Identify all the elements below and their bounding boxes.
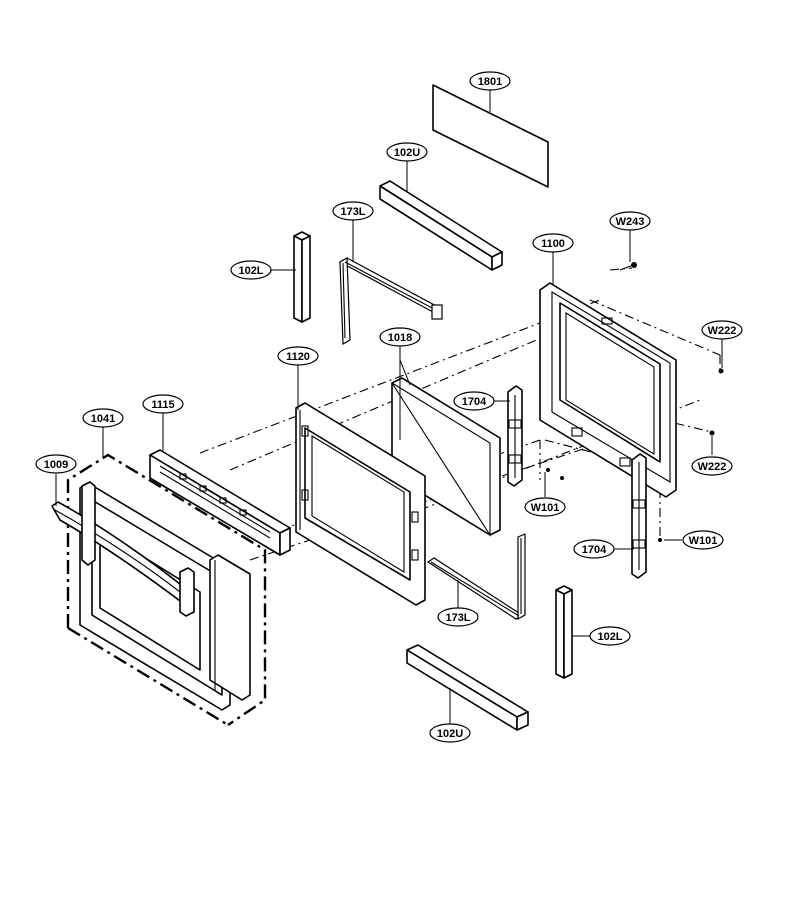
- svg-text:1115: 1115: [151, 399, 174, 411]
- svg-text:1704: 1704: [582, 544, 607, 556]
- part-1009-door-handle: [51, 474, 195, 617]
- callout-1115: 1115: [142, 394, 184, 414]
- screw-W243: [619, 230, 637, 271]
- part-1100-inner-door-liner: [539, 250, 677, 498]
- svg-text:1801: 1801: [478, 76, 502, 88]
- svg-text:1041: 1041: [91, 413, 115, 425]
- svg-text:W101: W101: [531, 502, 560, 514]
- svg-text:1018: 1018: [388, 332, 412, 344]
- callout-1704-left: 1704: [453, 391, 495, 411]
- callout-102U-bottom: 102U: [429, 723, 471, 743]
- part-173L-lower-gasket: [426, 533, 526, 621]
- callout-1009: 1009: [35, 454, 77, 474]
- screw-W101-right: [658, 538, 682, 542]
- callout-W101-left: W101: [524, 497, 566, 517]
- part-1801-panel: [432, 84, 549, 188]
- callout-102L-right: 102L: [589, 626, 631, 646]
- callout-1041: 1041: [82, 408, 124, 428]
- callout-102L-left: 102L: [230, 260, 272, 280]
- svg-text:W101: W101: [689, 535, 718, 547]
- callout-1100: 1100: [532, 233, 574, 253]
- svg-text:W222: W222: [708, 325, 737, 337]
- svg-text:1100: 1100: [541, 238, 565, 250]
- svg-text:173L: 173L: [445, 612, 470, 624]
- screw-W222-bottom: [709, 430, 715, 455]
- callout-1801: 1801: [469, 71, 511, 91]
- part-102L-right-trim-bar: [555, 585, 592, 679]
- svg-text:102L: 102L: [238, 265, 263, 277]
- callout-173L-bottom: 173L: [437, 607, 479, 627]
- svg-text:102L: 102L: [597, 631, 622, 643]
- callout-1018: 1018: [379, 327, 421, 347]
- svg-text:1704: 1704: [462, 396, 487, 408]
- callout-1704-right: 1704: [573, 539, 615, 559]
- callout-W101-right: W101: [682, 530, 724, 550]
- callout-W222-bottom: W222: [691, 456, 733, 476]
- svg-text:173L: 173L: [340, 206, 365, 218]
- part-173L-upper-gasket: [338, 219, 443, 346]
- screws: [544, 230, 724, 542]
- callout-W243: W243: [609, 211, 651, 231]
- part-1704-right-hinge: [614, 453, 647, 579]
- callout-W222-top: W222: [701, 320, 743, 340]
- svg-text:1120: 1120: [286, 351, 310, 363]
- callout-173L-top: 173L: [332, 201, 374, 221]
- svg-text:W222: W222: [698, 461, 727, 473]
- svg-text:W243: W243: [616, 216, 645, 228]
- callout-1120: 1120: [277, 346, 319, 366]
- part-102L-left-trim-bar: [268, 231, 311, 323]
- part-1041-door-outline: [66, 427, 267, 727]
- svg-text:102U: 102U: [394, 147, 420, 159]
- screw-W101-left: [544, 468, 564, 497]
- callout-102U-top: 102U: [386, 142, 428, 162]
- svg-text:1009: 1009: [44, 459, 68, 471]
- part-102U-upper-trim-bar: [379, 160, 503, 271]
- part-102U-lower-trim-bar: [406, 644, 529, 731]
- part-1115-vent-bar: [149, 412, 291, 556]
- screw-W222-top: [718, 339, 724, 374]
- part-1120-door-frame: [295, 364, 426, 606]
- svg-text:102U: 102U: [437, 728, 463, 740]
